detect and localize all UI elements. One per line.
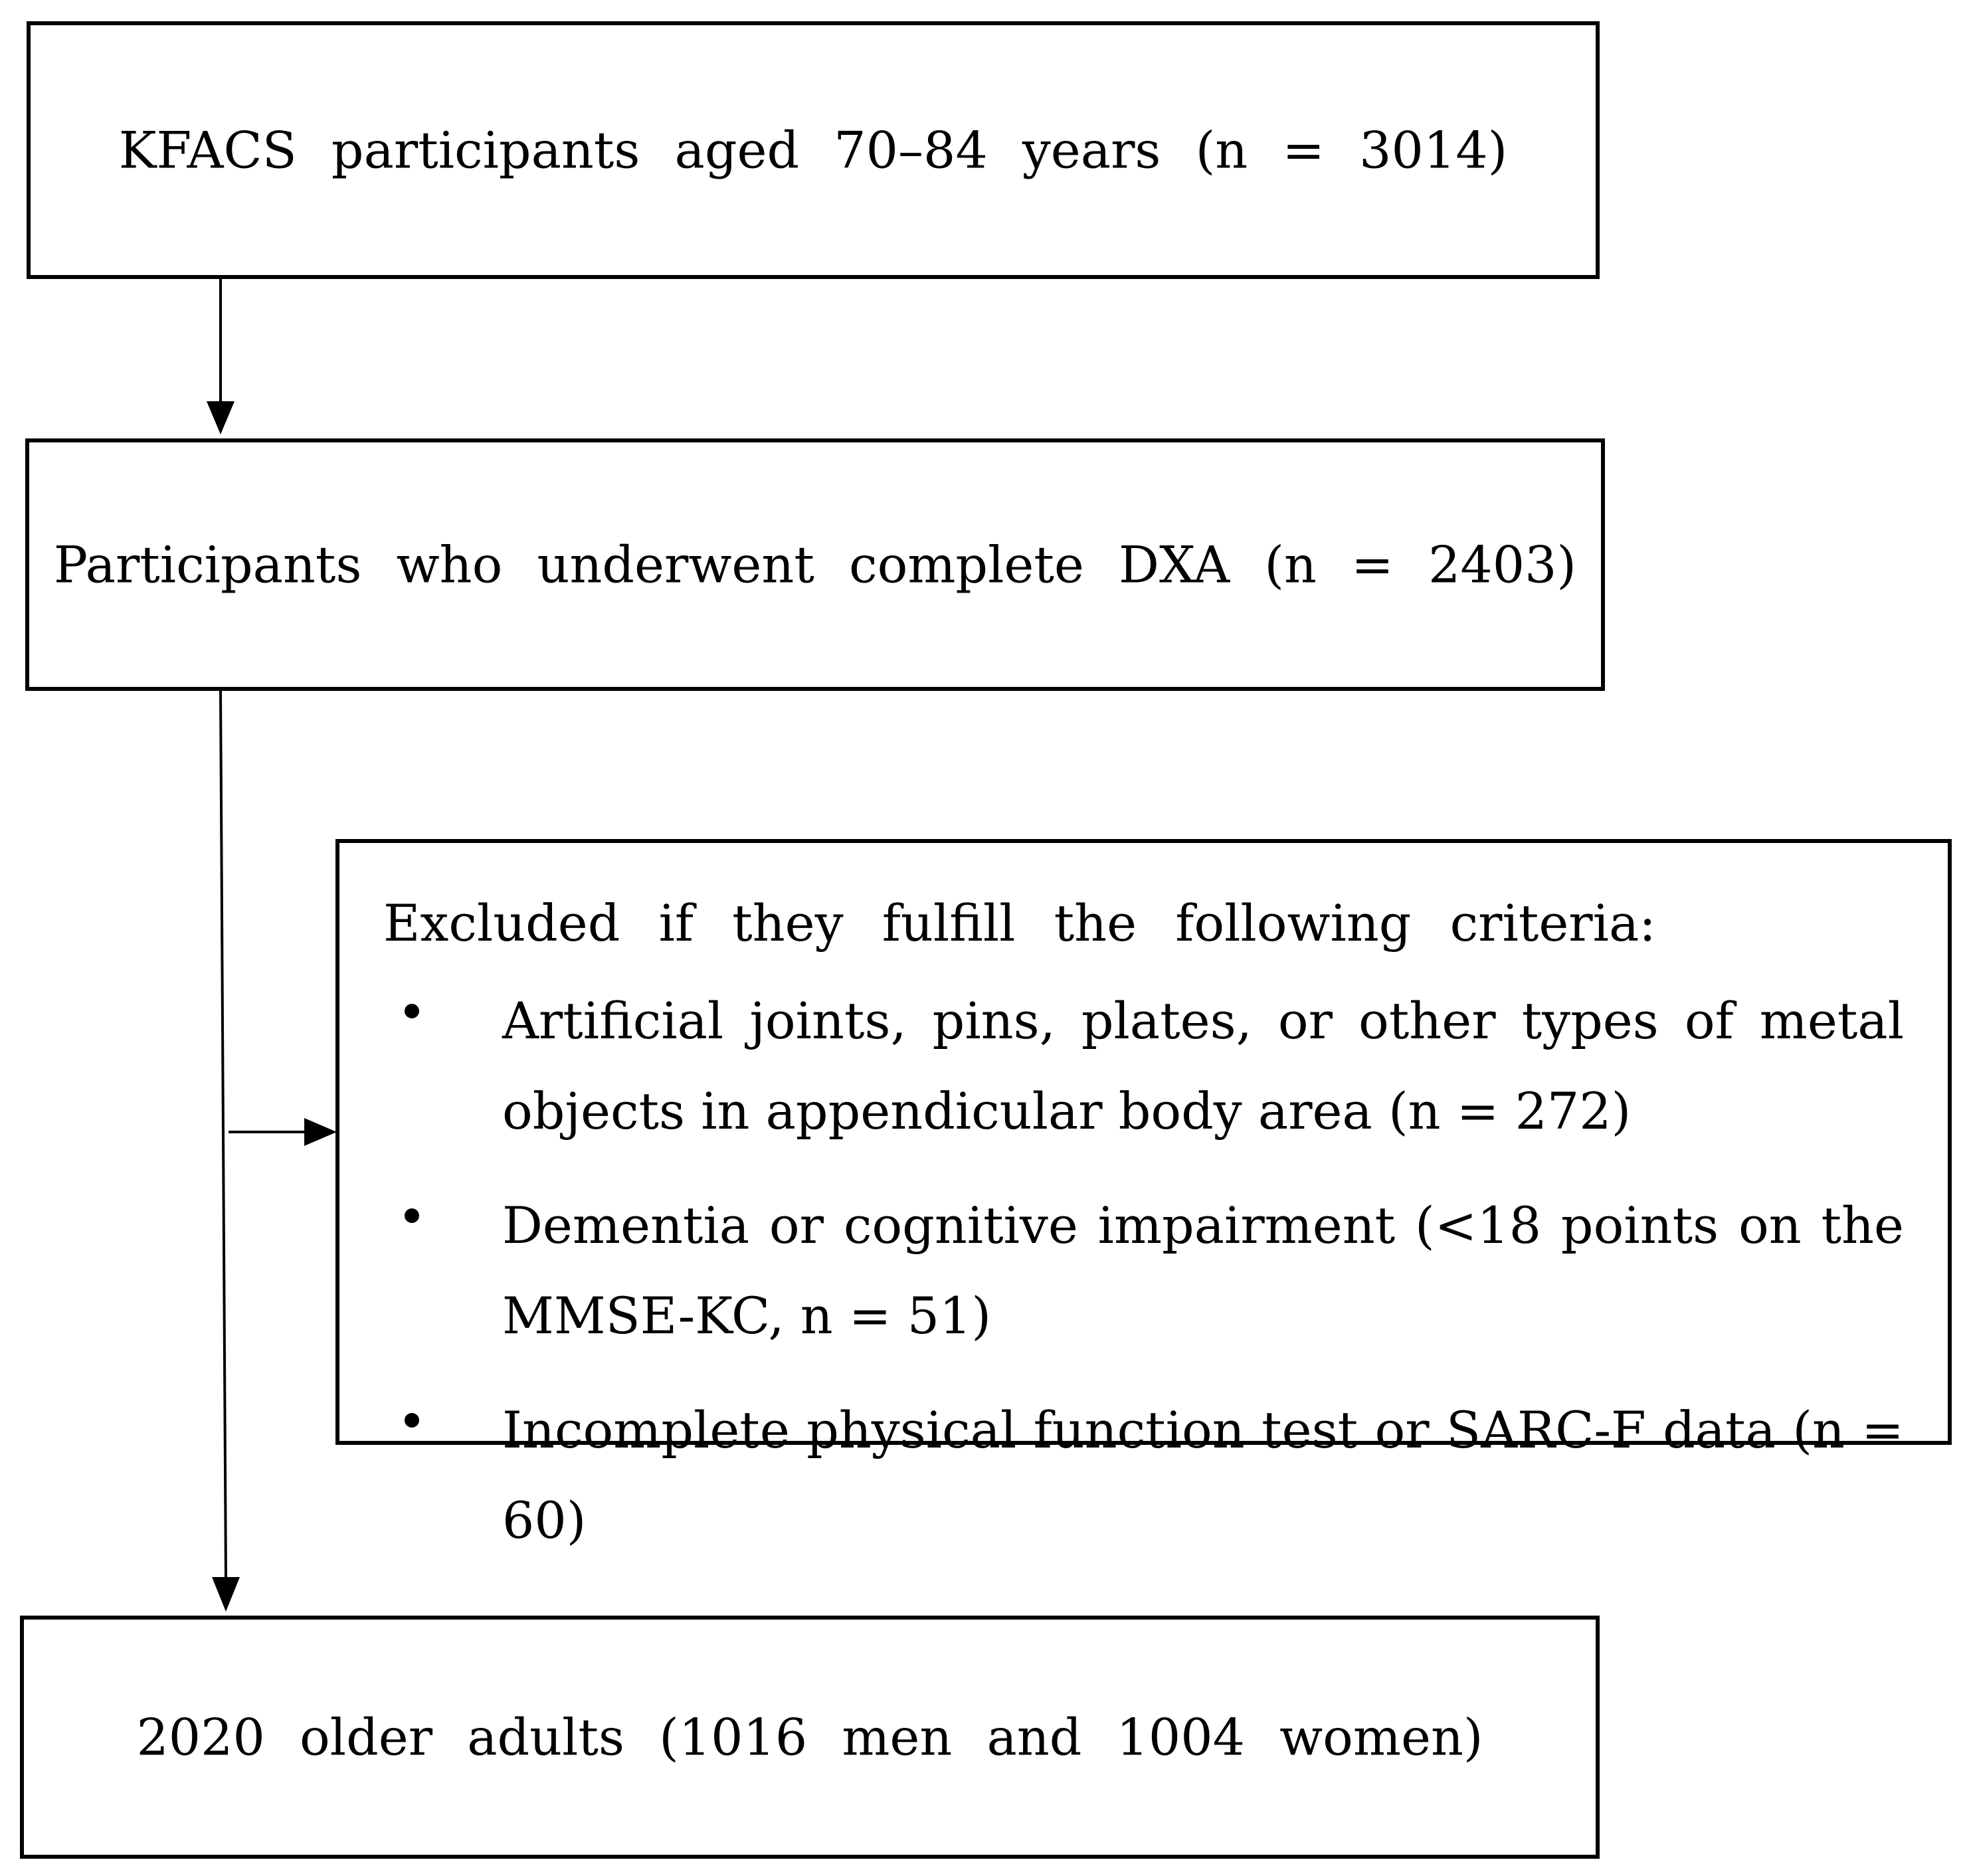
bullet-icon bbox=[405, 1004, 419, 1018]
participants-total-text: KFACS participants aged 70–84 years (n =… bbox=[118, 120, 1508, 180]
arrow-dxa-to-exclusion bbox=[229, 1118, 337, 1146]
dxa-complete-box: Participants who underwent complete DXA … bbox=[25, 438, 1605, 691]
exclusion-criterion: Incomplete physical function test or SAR… bbox=[339, 1385, 1948, 1566]
exclusion-criterion-text: Incomplete physical function test or SAR… bbox=[502, 1400, 1904, 1550]
dxa-complete-text: Participants who underwent complete DXA … bbox=[53, 535, 1577, 595]
exclusion-criterion-text: Artificial joints, pins, plates, or othe… bbox=[502, 991, 1904, 1141]
exclusion-criterion: Artificial joints, pins, plates, or othe… bbox=[339, 976, 1948, 1157]
final-sample-box: 2020 older adults (1016 men and 1004 wom… bbox=[20, 1616, 1600, 1859]
bullet-icon bbox=[405, 1413, 419, 1428]
exclusion-criterion-text: Dementia or cognitive impairment (<18 po… bbox=[502, 1196, 1904, 1345]
exclusion-criterion: Dementia or cognitive impairment (<18 po… bbox=[339, 1180, 1948, 1361]
arrow-participants-to-dxa bbox=[207, 279, 234, 434]
arrow-dxa-to-final bbox=[212, 690, 240, 1612]
participants-total-box: KFACS participants aged 70–84 years (n =… bbox=[27, 21, 1600, 279]
final-sample-text: 2020 older adults (1016 men and 1004 wom… bbox=[136, 1707, 1483, 1767]
exclusion-criteria-list: Artificial joints, pins, plates, or othe… bbox=[339, 976, 1948, 1590]
bullet-icon bbox=[405, 1208, 419, 1223]
exclusion-heading: Excluded if they fulfill the following c… bbox=[383, 893, 1656, 953]
exclusion-criteria-box: Excluded if they fulfill the following c… bbox=[335, 839, 1952, 1550]
